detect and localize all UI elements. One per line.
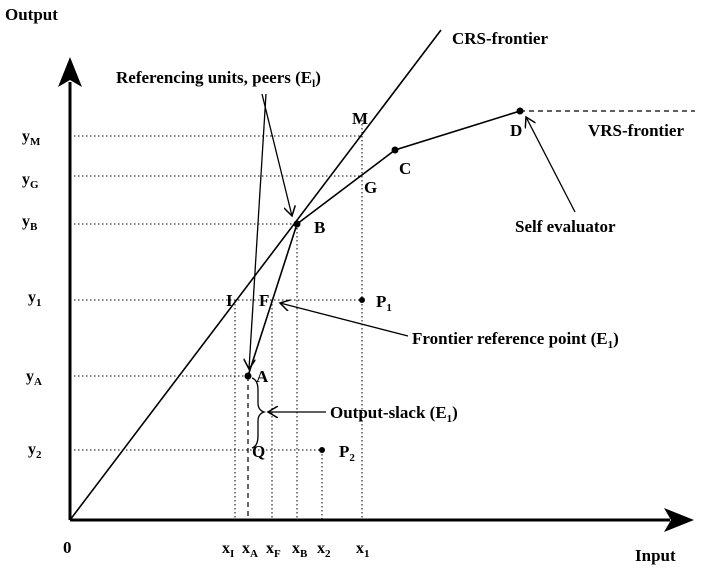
annotation-peers: Referencing units, peers (El) [116,68,321,90]
annotation-self-evaluator: Self evaluator [515,217,616,236]
y-tick-y2: y2 [28,441,42,461]
frontier-ref-arrow [280,303,409,337]
guide-lines [70,110,695,520]
point-B-marker [293,220,301,228]
label-Q: Q [252,442,265,461]
point-P1-marker [359,297,365,303]
frontier-lines [69,29,521,521]
origin-label: 0 [63,538,72,557]
label-P2: P2 [339,442,355,464]
crs-frontier-line [69,29,442,521]
point-P2-marker [319,447,325,453]
label-D: D [510,121,522,140]
x-tick-labels: xI xA xF xB x2 x1 [222,540,370,560]
label-C: C [399,159,411,178]
data-points [244,107,524,453]
x-tick-x1: x1 [356,540,370,560]
vrs-frontier-line [247,110,521,377]
x-tick-x2: x2 [317,540,331,560]
label-P1: P1 [376,292,392,314]
y-tick-yG: yG [22,171,39,191]
label-I: I [226,291,233,310]
y-tick-yA: yA [26,368,42,388]
point-A-marker [244,372,252,380]
x-tick-xI: xI [222,540,234,560]
annotation-frontier-ref: Frontier reference point (E1) [412,329,619,351]
vrs-frontier-label: VRS-frontier [588,121,684,140]
axes [58,57,694,532]
annotation-output-slack: Output-slack (E1) [330,403,458,425]
label-M: M [352,109,368,128]
x-tick-xA: xA [242,540,258,560]
label-F: F [259,291,269,310]
y-tick-labels: yM yG yB y1 yA y2 [22,128,42,461]
label-G: G [364,178,377,197]
output-slack-brace [251,377,267,449]
peers-arrows [249,93,292,369]
label-B: B [314,218,325,237]
x-axis-arrowhead [664,508,694,532]
x-axis-title: Input [635,546,676,565]
x-tick-xF: xF [266,540,281,560]
label-A: A [256,367,269,386]
self-evaluator-arrow [526,117,576,213]
y-tick-yM: yM [22,128,41,148]
y-tick-y1: y1 [28,289,42,309]
y-axis-title: Output [5,5,58,24]
y-tick-yB: yB [22,213,38,233]
point-C-marker [391,146,399,154]
y-axis-arrowhead [58,57,82,87]
crs-frontier-label: CRS-frontier [452,29,548,48]
point-D-marker [516,107,524,115]
x-tick-xB: xB [292,540,308,560]
